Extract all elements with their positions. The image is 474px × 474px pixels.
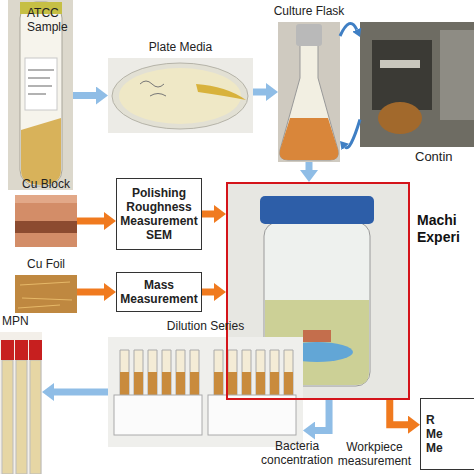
tube-rack	[208, 395, 296, 435]
node-label: Dilution Series	[78, 319, 333, 333]
process-box: Polishing Roughness Measurement SEM	[116, 178, 202, 250]
dilution-photo-bg	[108, 337, 303, 447]
mpn-tubes	[2, 360, 41, 474]
flow-arrow	[73, 92, 96, 99]
node-label: Plate Media	[78, 40, 283, 54]
node-label: R Me Me	[426, 413, 443, 455]
colony-streak	[196, 84, 246, 100]
flow-arrow	[77, 289, 104, 296]
jar-lid	[260, 196, 374, 224]
node-label: ATCC Sample	[27, 6, 68, 34]
node-label: Machi Experi	[417, 212, 460, 246]
copper-workpiece	[303, 330, 331, 342]
agar-plate	[119, 68, 241, 124]
process-box: R Me Me	[420, 398, 474, 470]
flow-arrow	[253, 89, 266, 96]
erlenmeyer-flask	[280, 40, 339, 160]
copper-top-face	[15, 195, 77, 203]
shaker-unit	[372, 40, 432, 110]
node-label: Mass Measurement	[120, 278, 197, 306]
flow-arrow	[306, 162, 313, 170]
culture-broth	[280, 118, 339, 160]
node-label: MPN	[2, 314, 29, 328]
tube-rack	[114, 395, 202, 435]
culture-bottle	[378, 102, 422, 134]
flow-arrow	[202, 211, 214, 218]
flow-arrow	[390, 400, 408, 425]
flow-arrow	[345, 120, 360, 148]
sample-photo: ATCC Sample	[8, 0, 73, 190]
flask-photo-bg	[278, 22, 340, 162]
flow-arrow	[54, 389, 108, 396]
foil-texture	[18, 282, 72, 308]
node-label: Cu Block	[0, 177, 107, 191]
flow-arrow	[202, 289, 214, 296]
cu-foil-photo: Cu Foil	[15, 275, 77, 313]
petri-dish	[112, 63, 248, 129]
node-label: Cu Foil	[0, 257, 107, 271]
handwriting-scribble	[140, 81, 166, 96]
cu-block-photo: Cu Block	[15, 195, 77, 247]
node-label: Contin	[415, 150, 453, 164]
copper-block	[15, 195, 77, 247]
arrow-label: Workpiece measurement	[338, 440, 411, 468]
arrow-label: Bacteria concentration	[261, 439, 333, 467]
setup-photo: Contin	[360, 22, 474, 147]
flow-arrow	[340, 23, 357, 36]
tube-photo-bg	[8, 0, 73, 190]
node-label: Culture Flask	[248, 4, 370, 18]
node-label: Polishing Roughness Measurement SEM	[120, 186, 197, 242]
plate-photo: Plate Media	[108, 58, 253, 133]
copper-foil	[15, 275, 77, 313]
mpn-photo: MPN	[0, 332, 42, 474]
copper-band	[15, 221, 77, 233]
dilution-photo: Dilution Series	[108, 337, 303, 447]
equipment-panel	[440, 30, 474, 120]
flask-photo: Culture Flask	[278, 22, 340, 162]
experiment-frame: Machi Experi	[226, 182, 410, 400]
flow-arrow	[77, 218, 104, 225]
mpn-photo-bg	[0, 332, 42, 474]
culture-setup-photo	[360, 22, 474, 147]
foil-cap	[296, 24, 322, 46]
process-box: Mass Measurement	[116, 272, 202, 312]
agar-slant	[21, 118, 61, 185]
plate-photo-bg	[108, 58, 253, 133]
sticker-lines	[28, 70, 54, 94]
flow-arrow	[315, 400, 329, 431]
equipment-highlight	[380, 60, 420, 68]
red-tube-caps	[1, 340, 42, 360]
tube-sticker	[25, 58, 57, 110]
